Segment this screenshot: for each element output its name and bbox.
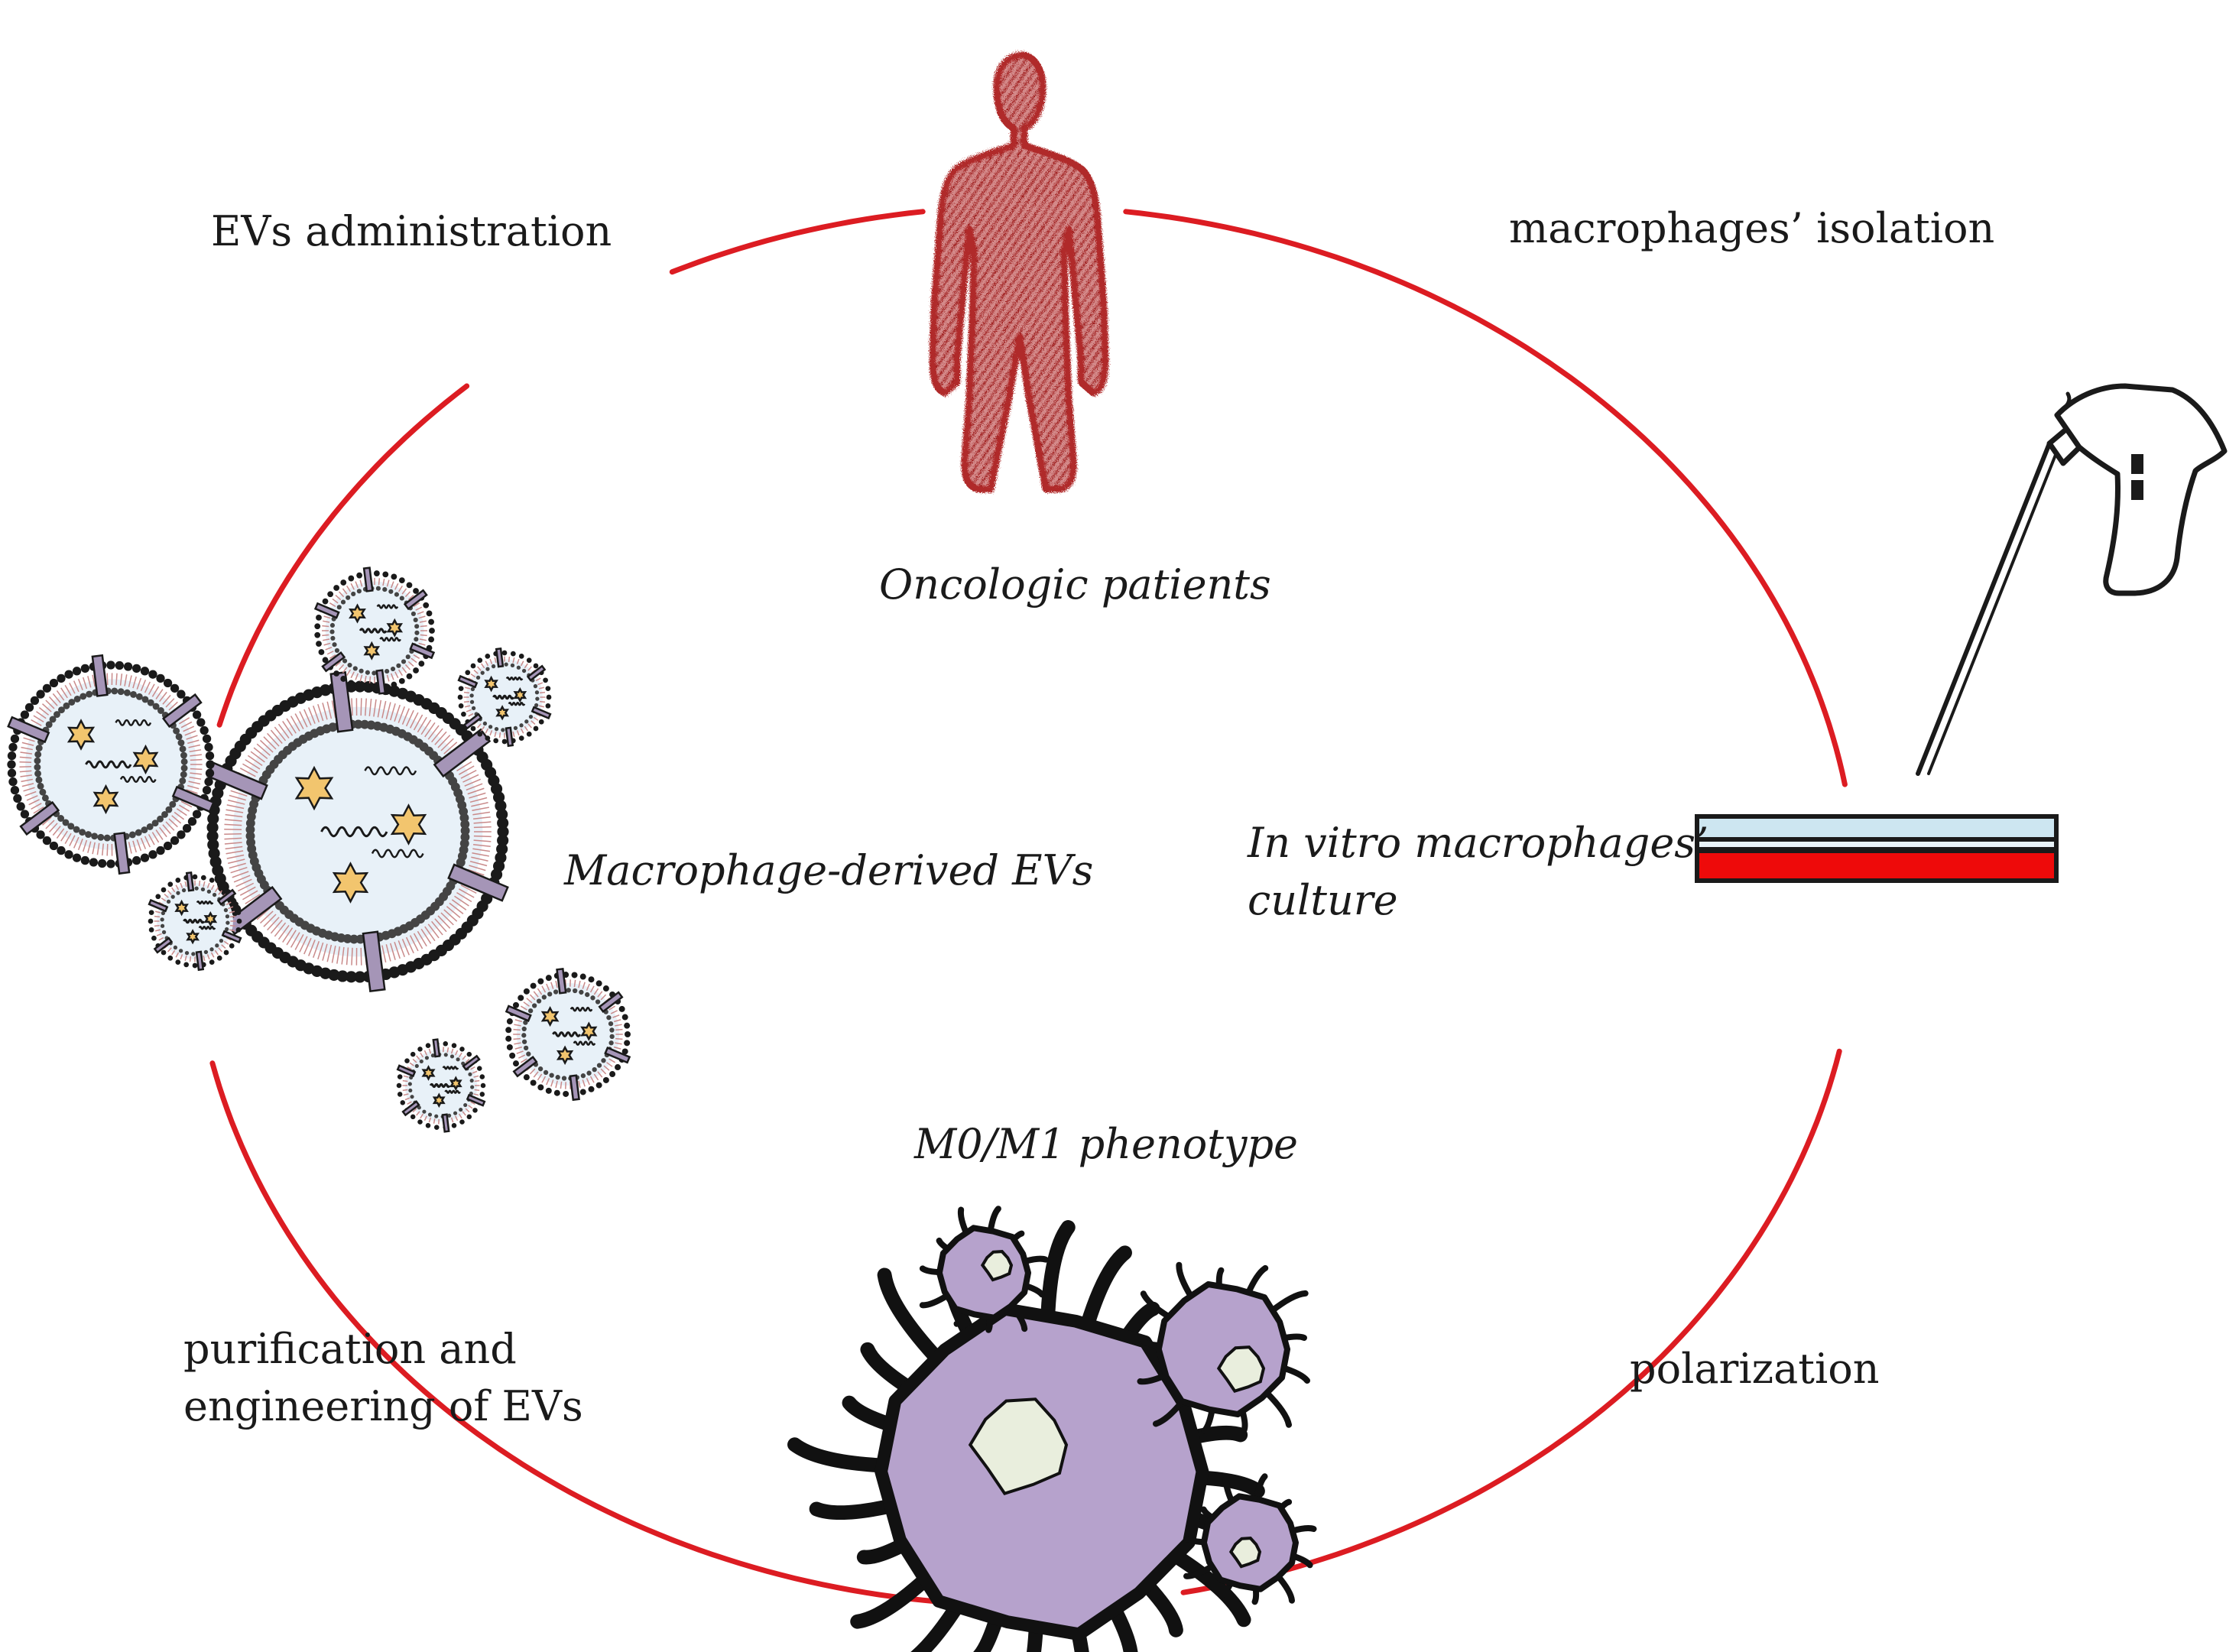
- polarization-label: polarization: [1630, 1345, 1880, 1393]
- ev-small-right: [457, 647, 552, 748]
- petri-dish-icon: [1695, 814, 2059, 883]
- phenotype-label: M0/M1 phenotype: [914, 1120, 1298, 1168]
- ev-small-top: [313, 566, 436, 695]
- ev-small-bottom: [396, 1038, 486, 1133]
- cycle-arc-5: [216, 383, 470, 728]
- ev-small-bottom-left: [148, 871, 242, 972]
- cycle-arc-4: [209, 1060, 955, 1605]
- human-silhouette-icon: [929, 51, 1109, 493]
- ev-administration-label: EVs administration: [211, 207, 612, 255]
- cycle-arrows: [209, 209, 1848, 1605]
- purification-label-line1: purification and: [183, 1325, 517, 1373]
- pipette-icon: [1916, 383, 2228, 776]
- macrophage-cell-icon: [787, 1206, 1317, 1652]
- macrophage-top-left: [919, 1206, 1049, 1333]
- extracellular-vesicle-icon: [7, 566, 631, 1133]
- cycle-arc-3: [1180, 1048, 1842, 1595]
- cycle-arc-1: [669, 209, 926, 275]
- macrophage-evs-label: Macrophage-derived EVs: [564, 846, 1094, 894]
- culture-label-line1: In vitro macrophages’: [1248, 819, 1709, 867]
- macrophage-right: [1137, 1261, 1310, 1434]
- oncologic-patients-label: Oncologic patients: [879, 560, 1271, 609]
- culture-label-line2: culture: [1248, 876, 1398, 924]
- macrophage-bottom-right: [1183, 1473, 1317, 1605]
- ev-large: [206, 671, 509, 992]
- ev-medium-left: [7, 654, 215, 875]
- cycle-arc-2: [1123, 209, 1848, 787]
- macrophage-isolation-label: macrophages’ isolation: [1509, 204, 1995, 252]
- ev-small-bottom-right: [505, 967, 631, 1102]
- purification-label-line2: engineering of EVs: [183, 1382, 583, 1430]
